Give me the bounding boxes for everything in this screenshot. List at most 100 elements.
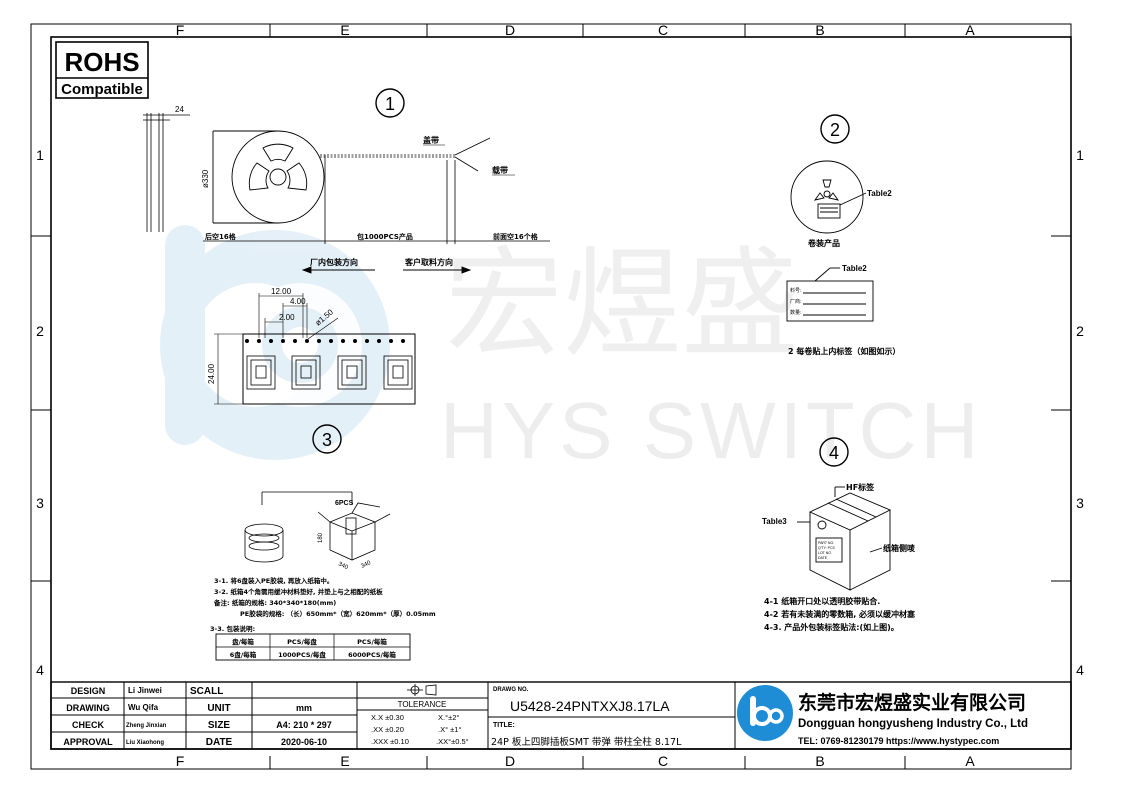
tb-tol-angle-1: X.°±2° xyxy=(438,713,459,722)
label-trailer: 后空16格 xyxy=(205,232,237,241)
tb-tol-angle-2: .X° ±1° xyxy=(438,725,461,734)
note-3-3: 3-3. 包装说明: xyxy=(210,624,255,633)
tb-drawing-label: DRAWING xyxy=(66,703,110,713)
section-2-number: 2 xyxy=(830,120,840,140)
row-label-1: 1 xyxy=(36,147,44,163)
reel-front-view xyxy=(212,130,325,224)
tb-check-name: Zheng Jinxian xyxy=(126,723,167,729)
pack-header-pcs-reel: PCS/每盘 xyxy=(287,637,317,646)
watermark: 宏煜盛 HYS SWITCH xyxy=(160,225,982,475)
row-label-4: 4 xyxy=(36,662,44,678)
box-dim-width: 340 xyxy=(360,560,372,570)
reel-side-view xyxy=(143,113,190,232)
reel-caption: 卷装产品 xyxy=(807,238,840,248)
dim-thickness: 24 xyxy=(175,105,184,114)
label-row-quantity: 数量: xyxy=(790,309,802,316)
company-logo xyxy=(737,685,793,741)
label-products: 包1000PCS产品 xyxy=(357,232,413,241)
section-1-number: 1 xyxy=(385,94,395,114)
pack-header-pcs-box: PCS/每箱 xyxy=(357,637,387,646)
tb-drawing-name: Wu Qifa xyxy=(128,703,159,712)
tb-drawing-no-label: DRAWG NO. xyxy=(493,687,529,693)
row-label-1-right: 1 xyxy=(1076,147,1084,163)
col-label-f: F xyxy=(176,22,185,38)
col-label-e-bottom: E xyxy=(340,753,349,769)
dim-pitch-2: 2.00 xyxy=(279,313,295,322)
pack-cell-pcs-box: 6000PCS/每箱 xyxy=(348,650,396,659)
section-4-number: 4 xyxy=(829,443,839,463)
dim-pitch-4: 4.00 xyxy=(290,297,306,306)
section-1-reel-tape: 1 24 ø330 xyxy=(143,88,550,274)
tb-date-value: 2020-06-10 xyxy=(281,737,327,747)
col-label-e: E xyxy=(340,22,349,38)
row-label-4-right: 4 xyxy=(1076,662,1084,678)
note-remark: 备注: 纸箱的规格: 340*340*180(mm) xyxy=(213,598,336,607)
col-label-b: B xyxy=(815,22,824,38)
tb-tol-angle-3: .XX°±0.5° xyxy=(436,737,469,746)
watermark-chinese: 宏煜盛 xyxy=(445,235,799,373)
tape-pockets xyxy=(246,355,413,390)
section-2-reel-label: 2 Table2 卷装产品 Table2 料号: 厂商: 数量: 2 每卷贴上内… xyxy=(786,114,900,356)
tb-approval-label: APPROVAL xyxy=(63,737,113,747)
tb-company-cn: 东莞市宏煜盛实业有限公司 xyxy=(798,691,1026,714)
carton-text-qty: Q'TY: PCS xyxy=(818,546,835,550)
tb-date-label: DATE xyxy=(206,737,233,748)
label-customer-direction: 客户取料方向 xyxy=(404,257,453,267)
section-3-carrier-detail: 12.00 4.00 2.00 ø1.50 24.00 3 6PCS 180 3… xyxy=(207,287,436,661)
tb-drawing-no: U5428-24PNTXXJ8.17LA xyxy=(510,698,670,714)
rohs-stamp: ROHS Compatible xyxy=(55,41,149,99)
label-table2-reel: Table2 xyxy=(867,189,892,198)
rohs-title: ROHS xyxy=(64,47,139,77)
label-cover-tape: 盖带 xyxy=(423,135,439,145)
label-6pcs: 6PCS xyxy=(335,500,354,507)
dimension-lines xyxy=(214,293,339,405)
pack-header-reels: 盘/每箱 xyxy=(232,637,254,646)
tb-approval-name: Liu Xiaohong xyxy=(126,740,164,746)
col-label-d-bottom: D xyxy=(505,753,515,769)
note-3-2: 3-2. 纸箱4个角需用缓冲材料垫好, 并垫上与之相配的纸板 xyxy=(214,587,383,596)
note-pe-bag: PE胶袋的规格: （长）650mm*（宽）620mm*（厚）0.05mm xyxy=(240,609,436,618)
tb-unit-label: UNIT xyxy=(207,703,230,714)
section-4-carton: 4 HF标签 Table3 纸箱侧唛 PART NO. Q'TY: PCS LO… xyxy=(762,437,916,632)
note-3-1: 3-1. 将6盘装入PE胶袋, 再放入纸箱中。 xyxy=(214,576,333,585)
tb-tol-row-1: X.X ±0.30 xyxy=(371,713,404,722)
direction-arrows xyxy=(301,266,472,274)
col-label-b-bottom: B xyxy=(815,753,824,769)
sheet-frame: F E D C B A F E D C B A 1 2 3 4 1 2 3 4 xyxy=(30,22,1084,770)
box-packing-figure xyxy=(244,491,391,563)
reel-with-label xyxy=(790,160,867,234)
projection-symbol xyxy=(407,684,437,696)
tb-company-en: Dongguan hongyusheng Industry Co., Ltd xyxy=(798,718,1028,730)
tb-check-label: CHECK xyxy=(72,720,105,730)
tb-design-name: Li Jinwei xyxy=(128,686,162,695)
watermark-english: HYS SWITCH xyxy=(440,386,982,475)
tb-title-label: TITLE: xyxy=(493,722,515,729)
note-4-3: 4-3. 产品外包装标签贴法:(如上图)。 xyxy=(764,622,899,632)
dim-pitch-12: 12.00 xyxy=(271,287,292,296)
tb-contact: TEL: 0769-81230179 https://www.hystypec.… xyxy=(798,736,999,746)
title-block: DESIGN DRAWING CHECK APPROVAL Li Jinwei … xyxy=(50,681,1072,750)
box-dim-length: 340 xyxy=(337,561,349,571)
label-carrier-tape: 载带 xyxy=(492,165,508,175)
carton-text-date: DATE xyxy=(818,556,828,560)
dim-width-24: 24.00 xyxy=(207,363,216,384)
label-factory-direction: 厂内包装方向 xyxy=(310,257,358,267)
carton-text-lot: LOT NO. xyxy=(818,551,832,555)
tb-size-value: A4: 210 * 297 xyxy=(276,720,332,730)
tb-unit-value: mm xyxy=(296,703,312,713)
label-table2-card: Table2 xyxy=(842,264,867,273)
tb-tolerance-label: TOLERANCE xyxy=(398,700,447,709)
note-4-2: 4-2 若有未装满的零数箱, 必须以缓冲材塞 xyxy=(764,609,916,619)
row-label-3: 3 xyxy=(36,495,44,511)
row-label-2-right: 2 xyxy=(1076,323,1084,339)
col-label-f-bottom: F xyxy=(176,753,185,769)
label-card xyxy=(786,267,874,322)
tape-lines xyxy=(203,137,550,244)
box-dim-height: 180 xyxy=(318,532,324,543)
sprocket-holes xyxy=(245,339,405,343)
section-3-number: 3 xyxy=(322,430,332,450)
pack-cell-pcs-reel: 1000PCS/每盘 xyxy=(278,650,326,659)
packing-table: 盘/每箱 PCS/每盘 PCS/每箱 6盘/每箱 1000PCS/每盘 6000… xyxy=(215,633,411,661)
label-hf: HF标签 xyxy=(846,482,875,492)
